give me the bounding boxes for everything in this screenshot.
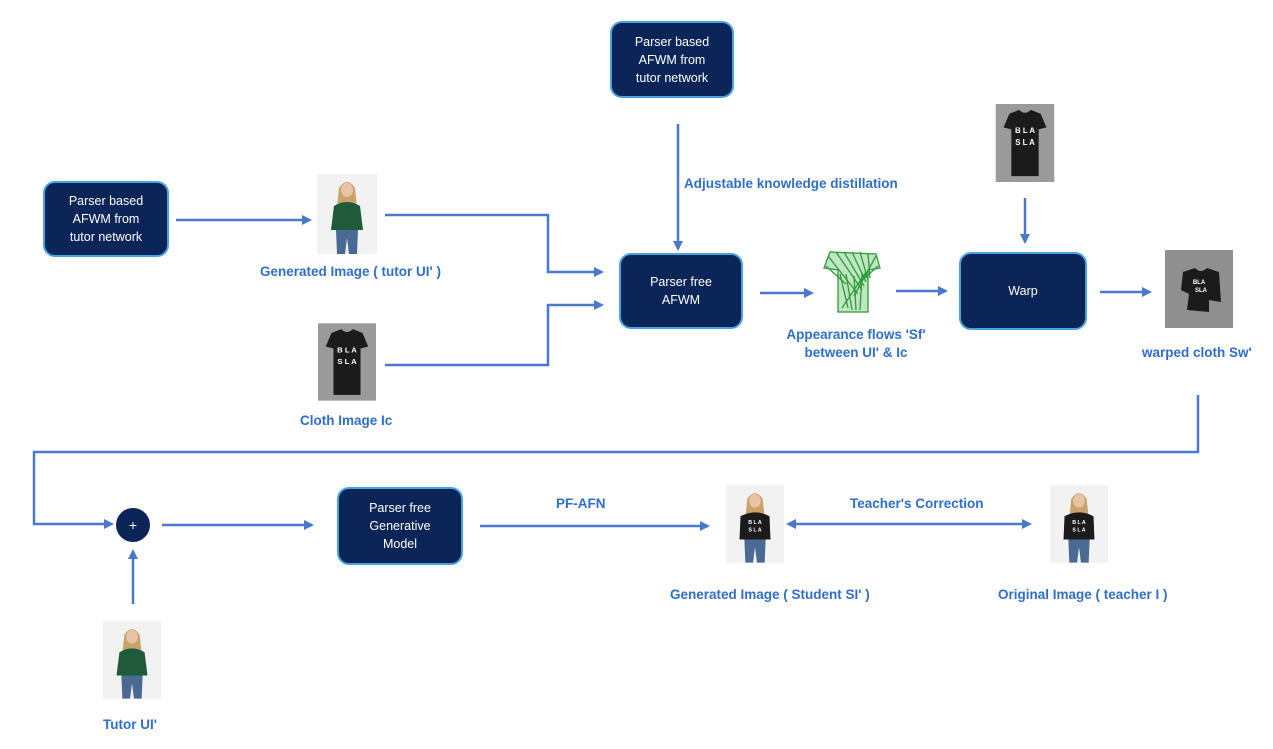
svg-text:SLA: SLA: [1195, 288, 1208, 294]
warp-label: Warp: [1008, 284, 1038, 298]
original-teacher-image: B L A S L A: [1050, 484, 1108, 564]
flow-field-icon: [818, 244, 886, 318]
plus-label: +: [128, 517, 138, 533]
tutor-afwm-left-label: Parser based AFWM from tutor network: [68, 194, 144, 244]
warped-tshirt-icon: BLA SLA: [1165, 250, 1233, 328]
arrow-warped-to-plus: [32, 395, 1200, 529]
generated-tutor-label: Generated Image ( tutor UI' ): [260, 264, 441, 279]
arrow-generated-to-pfafwm: [385, 213, 604, 277]
parser-free-afwm-box: Parser free AFWM: [619, 253, 743, 329]
appearance-flows-label: Appearance flows 'Sf' between UI' & Ic: [786, 327, 926, 360]
woman-black-tshirt-icon: B L A S L A: [726, 485, 784, 563]
woman-black-tshirt-icon: B L A S L A: [1050, 485, 1108, 563]
warped-cloth-image: BLA SLA: [1165, 250, 1233, 328]
generated-student-label: Generated Image ( Student SI' ): [670, 587, 870, 602]
original-image-label: Original Image ( teacher I ): [998, 587, 1168, 602]
generated-student-image: B L A S L A: [726, 484, 784, 564]
appearance-flows-image: [818, 244, 886, 318]
tutor-ui-label: Tutor UI': [103, 717, 157, 732]
warp-box: Warp: [959, 252, 1087, 330]
tutor-afwm-top-box: Parser based AFWM from tutor network: [610, 21, 734, 98]
svg-text:S L A: S L A: [1015, 138, 1035, 147]
tutor-ui-image: [103, 620, 161, 700]
tutor-afwm-top-label: Parser based AFWM from tutor network: [634, 34, 710, 85]
cloth-input-image: B L A S L A: [994, 104, 1056, 182]
combine-plus-node: +: [116, 508, 150, 542]
generated-tutor-image: [317, 174, 377, 254]
svg-text:S L A: S L A: [337, 357, 357, 366]
svg-text:S L A: S L A: [748, 528, 761, 534]
svg-text:S L A: S L A: [1072, 528, 1085, 534]
generative-model-label: Parser free Generative Model: [369, 501, 431, 551]
generative-model-box: Parser free Generative Model: [337, 487, 463, 565]
warped-cloth-label: warped cloth Sw': [1142, 345, 1252, 360]
woman-green-top-icon: [103, 621, 161, 699]
distillation-label: Adjustable knowledge distillation: [684, 176, 898, 191]
teacher-correction-label: Teacher's Correction: [850, 496, 984, 511]
svg-text:B L A: B L A: [748, 520, 762, 526]
svg-text:B L A: B L A: [337, 345, 357, 354]
tutor-afwm-left-box: Parser based AFWM from tutor network: [43, 181, 169, 257]
svg-text:B L A: B L A: [1072, 520, 1086, 526]
pf-afn-label: PF-AFN: [556, 496, 606, 511]
black-tshirt-icon: B L A S L A: [318, 323, 376, 401]
arrow-cloth-to-pfafwm: [385, 300, 604, 367]
parser-free-afwm-label: Parser free AFWM: [650, 275, 712, 307]
cloth-image-label: Cloth Image Ic: [300, 413, 393, 428]
woman-green-top-icon: [317, 174, 377, 254]
cloth-image-ic: B L A S L A: [318, 323, 376, 401]
svg-text:BLA: BLA: [1193, 280, 1206, 286]
black-tshirt-icon: B L A S L A: [995, 104, 1055, 182]
svg-text:B L A: B L A: [1015, 126, 1035, 135]
